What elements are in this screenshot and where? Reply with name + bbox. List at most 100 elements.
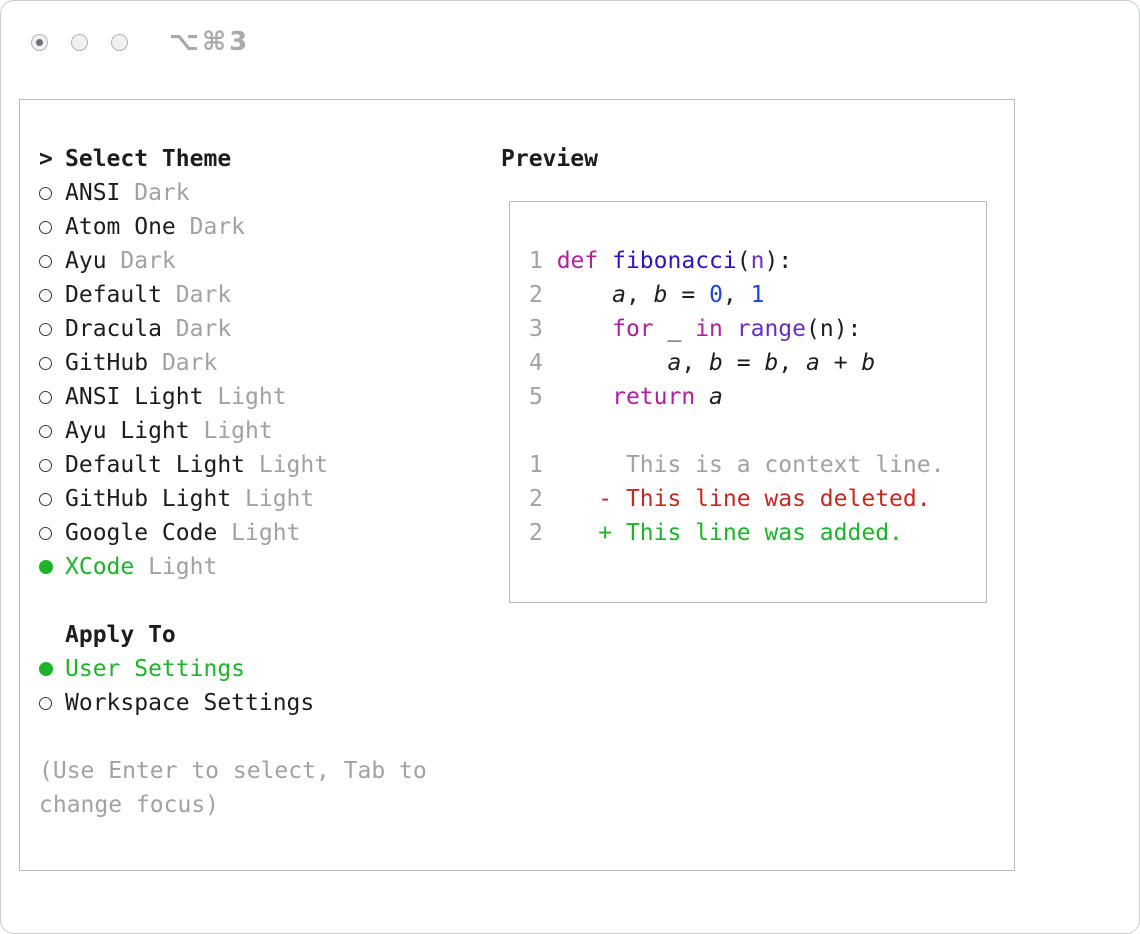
window-close-button[interactable] (31, 33, 48, 51)
theme-variant-label: Dark (161, 282, 232, 308)
theme-option-xcode[interactable]: XCode Light (39, 550, 451, 584)
radio-icon (39, 323, 52, 336)
option-label: User Settings (65, 656, 246, 682)
code-token-plain (557, 384, 612, 410)
code-token-plain (557, 350, 668, 376)
option-label: Google Code (65, 520, 218, 546)
theme-option-github[interactable]: GitHub Dark (39, 346, 451, 380)
theme-option-default-light[interactable]: Default Light Light (39, 448, 451, 482)
theme-variant-label: Dark (148, 350, 218, 376)
theme-variant-label: Dark (120, 180, 190, 206)
code-line (529, 414, 986, 448)
code-line: 3 for _ in range(n): (529, 312, 986, 346)
theme-variant-label: Light (134, 554, 218, 580)
code-token-added: + This line was added. (556, 520, 903, 546)
code-token-plain: + (819, 350, 862, 376)
theme-variant-label: Light (245, 452, 329, 478)
preview-box: 1 def fibonacci (n): 2 a, b = 0, 1 3 for _ … (509, 201, 987, 603)
code-token-plain: ): (764, 248, 793, 274)
theme-variant-label: Dark (161, 316, 232, 342)
line-number: 1 (529, 248, 557, 274)
code-line: 1 This is a context line. (529, 448, 986, 482)
radio-icon (39, 289, 52, 302)
window-minimize-button[interactable] (71, 33, 88, 51)
line-number: 2 (529, 282, 557, 308)
select-theme-heading: >Select Theme (39, 142, 451, 176)
code-token-plain: = (722, 350, 765, 376)
code-token-plain: , (722, 282, 751, 308)
apply-to-title: Apply To (65, 622, 176, 648)
code-token-plain: , (681, 350, 710, 376)
line-number: 1 (529, 452, 557, 478)
theme-option-github-light[interactable]: GitHub Light Light (39, 482, 451, 516)
code-token-deleted: - This line was deleted. (556, 486, 931, 512)
code-token-var: a (667, 350, 682, 376)
code-preview: 1 def fibonacci (n): 2 a, b = 0, 1 3 for _ … (529, 244, 986, 550)
code-token-builtin: range (736, 316, 806, 342)
theme-variant-label: Dark (106, 248, 176, 274)
radio-icon (39, 221, 52, 234)
code-line: 2 - This line was deleted. (529, 482, 986, 516)
code-token-plain: (n): (806, 316, 862, 342)
line-number: 4 (529, 350, 557, 376)
code-token-var: a (612, 282, 626, 308)
code-token-func: fibonacci (612, 248, 737, 274)
theme-option-ayu-light[interactable]: Ayu Light Light (39, 414, 451, 448)
option-label: Ayu Light (65, 418, 190, 444)
code-token-param: n (750, 248, 765, 274)
theme-option-default[interactable]: Default Dark (39, 278, 451, 312)
spacer (39, 720, 451, 754)
window-zoom-button[interactable] (111, 33, 128, 51)
option-label: XCode (65, 554, 135, 580)
code-token-plain: = (667, 282, 710, 308)
theme-option-atom-one[interactable]: Atom One Dark (39, 210, 451, 244)
radio-icon (39, 459, 52, 472)
option-label: ANSI (65, 180, 121, 206)
line-number: 2 (529, 520, 557, 546)
theme-variant-label: Light (203, 384, 287, 410)
theme-option-dracula[interactable]: Dracula Dark (39, 312, 451, 346)
option-label: GitHub (65, 350, 149, 376)
theme-option-ayu[interactable]: Ayu Dark (39, 244, 451, 278)
code-token-number: 0 (709, 282, 723, 308)
code-token-plain (557, 282, 612, 308)
apply-option-user-settings[interactable]: User Settings (39, 652, 451, 686)
radio-icon (39, 391, 52, 404)
option-label: Default (65, 282, 162, 308)
option-label: Dracula (65, 316, 162, 342)
line-number: 2 (529, 486, 557, 512)
code-token-var: b (653, 282, 668, 308)
code-token-keyword: return (612, 384, 696, 410)
window-button-dot-icon (36, 38, 43, 46)
code-token-var: a (806, 350, 820, 376)
code-token-plain (723, 316, 737, 342)
option-label: Atom One (65, 214, 176, 240)
option-label: Ayu (65, 248, 107, 274)
radio-icon (39, 697, 52, 710)
code-token-context: This is a context line. (556, 452, 945, 478)
code-token-plain: _ (653, 316, 696, 342)
code-line: 2 + This line was added. (529, 516, 986, 550)
radio-icon (39, 255, 52, 268)
apply-to-heading: Apply To (39, 618, 451, 652)
radio-icon (39, 493, 52, 506)
theme-option-ansi[interactable]: ANSI Dark (39, 176, 451, 210)
code-token-keyword: def (556, 248, 599, 274)
apply-option-workspace-settings[interactable]: Workspace Settings (39, 686, 451, 720)
option-label: GitHub Light (65, 486, 232, 512)
theme-variant-label: Dark (175, 214, 246, 240)
code-line: 5 return a (529, 380, 986, 414)
theme-variant-label: Light (231, 486, 315, 512)
radio-selected-icon (39, 662, 53, 676)
code-token-keyword: for (612, 316, 654, 342)
code-token-plain: , (625, 282, 654, 308)
select-theme-title: Select Theme (65, 146, 232, 172)
theme-option-ansi-light[interactable]: ANSI Light Light (39, 380, 451, 414)
code-token-plain: , (778, 350, 807, 376)
theme-option-google-code[interactable]: Google Code Light (39, 516, 451, 550)
option-label: Workspace Settings (65, 690, 315, 716)
